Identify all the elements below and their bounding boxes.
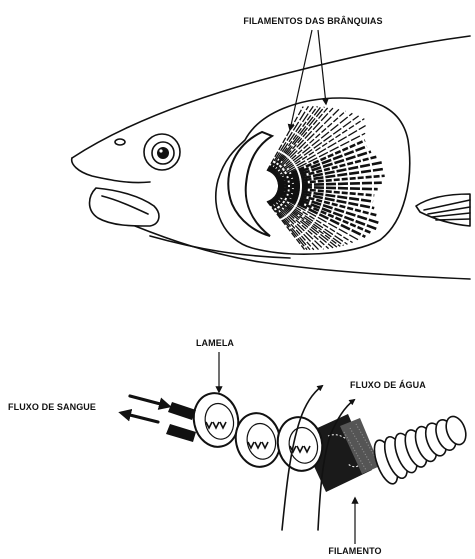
gill-filament-stroke (267, 107, 303, 171)
filament-label: FILAMENTO (328, 546, 381, 556)
fish-eye (144, 134, 180, 170)
water-flow-label: FLUXO DE ÁGUA (350, 380, 426, 390)
nostril (115, 139, 125, 145)
blood-flow-label: FLUXO DE SANGUE (8, 402, 96, 412)
fish-head (72, 36, 470, 279)
gill-filaments-pointer-right (318, 30, 326, 104)
gill-filament-stroke (278, 186, 378, 189)
lower-jaw (90, 188, 159, 226)
fish-back-outline (72, 36, 470, 158)
pectoral-fin (416, 194, 470, 226)
fish-belly-outline (135, 226, 470, 279)
lamellae (189, 389, 327, 475)
blood-flow-arrows (122, 396, 196, 442)
gill-filaments-pointer-left (290, 30, 312, 130)
filament-tip-rings (370, 414, 470, 487)
gill-arch (228, 132, 272, 236)
gill-filament-stroke (277, 192, 377, 230)
lamella-label: LAMELA (196, 338, 234, 348)
gill-filaments-label: FILAMENTOS DAS BRÂNQUIAS (243, 15, 382, 26)
gill-filament-stroke (278, 183, 382, 186)
upper-jaw (72, 158, 150, 183)
gill-filaments-fan (267, 106, 385, 250)
